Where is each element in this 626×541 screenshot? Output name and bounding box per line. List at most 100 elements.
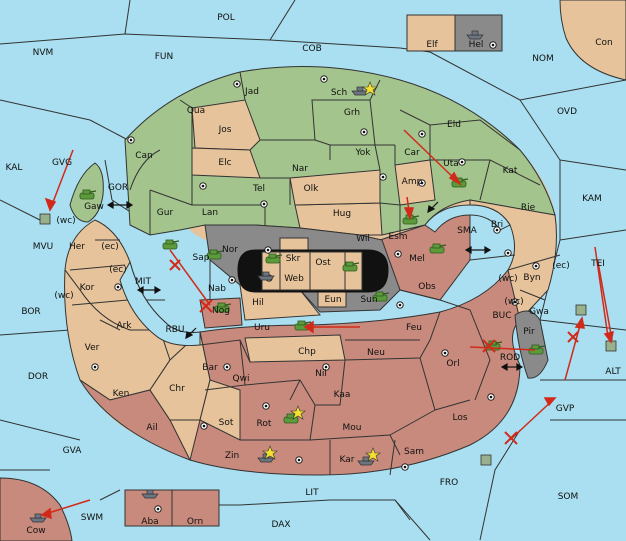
star-markers bbox=[262, 81, 381, 462]
province-pir[interactable] bbox=[514, 310, 549, 379]
province-label-web[interactable]: Web bbox=[284, 274, 304, 284]
province-label-hel[interactable]: Hel bbox=[469, 40, 484, 50]
region-red-south bbox=[189, 268, 521, 476]
province-label-uru[interactable]: Uru bbox=[254, 323, 270, 333]
province-label-her[interactable]: Her bbox=[69, 242, 85, 252]
province-label-sap[interactable]: Sap bbox=[193, 253, 210, 263]
province-label-eun[interactable]: Eun bbox=[324, 295, 341, 305]
province-label-nab[interactable]: Nab bbox=[208, 284, 226, 294]
province-label-jad[interactable]: Jad bbox=[244, 87, 259, 97]
move-orders bbox=[40, 129, 614, 520]
province-label-orl[interactable]: Orl bbox=[446, 359, 459, 369]
sea-label-fun: FUN bbox=[155, 52, 174, 62]
province-label-esm[interactable]: Esm bbox=[388, 232, 407, 242]
province-label-zin[interactable]: Zin bbox=[225, 451, 239, 461]
sea-label-dor: DOR bbox=[28, 372, 48, 382]
province-label-qwi[interactable]: Qwi bbox=[233, 374, 250, 384]
province-label-mou[interactable]: Mou bbox=[343, 423, 362, 433]
sea-label-lit: LIT bbox=[305, 488, 319, 498]
province-label-yok[interactable]: Yok bbox=[354, 148, 371, 158]
province-label-hug[interactable]: Hug bbox=[333, 209, 351, 219]
province-label-lan[interactable]: Lan bbox=[202, 208, 218, 218]
province-label-orn[interactable]: Orn bbox=[187, 517, 203, 527]
sea-label-ovd: OVD bbox=[557, 107, 577, 117]
province-amp[interactable] bbox=[394, 159, 436, 206]
sea-label-buc: BUC bbox=[492, 311, 511, 321]
province-label-olk[interactable]: Olk bbox=[304, 184, 320, 194]
sea-label-rod: ROD bbox=[500, 353, 520, 363]
province-con[interactable] bbox=[559, 0, 626, 81]
province-sot[interactable] bbox=[199, 379, 241, 441]
province-label-kar[interactable]: Kar bbox=[340, 455, 355, 465]
province-label-byn[interactable]: Byn bbox=[523, 273, 540, 283]
province-label-elf[interactable]: Elf bbox=[426, 40, 438, 50]
province-label-hil[interactable]: Hil bbox=[252, 298, 264, 308]
province-label-tel[interactable]: Tel bbox=[252, 184, 265, 194]
province-label-pir[interactable]: Pir bbox=[523, 327, 535, 337]
province-label-amp[interactable]: Amp bbox=[402, 177, 423, 187]
province-label-ark[interactable]: Ark bbox=[116, 321, 132, 331]
province-label-bri[interactable]: Bri bbox=[491, 220, 503, 230]
province-cow[interactable] bbox=[0, 477, 73, 541]
province-label-los[interactable]: Los bbox=[452, 413, 467, 423]
province-label-kaa[interactable]: Kaa bbox=[334, 390, 351, 400]
province-label-bar[interactable]: Bar bbox=[202, 363, 218, 373]
province-label-gaw[interactable]: Gaw bbox=[84, 202, 104, 212]
coast-label-kor-ec: (ec) bbox=[109, 265, 127, 275]
province-label-sch[interactable]: Sch bbox=[331, 88, 347, 98]
province-label-grh[interactable]: Grh bbox=[344, 108, 360, 118]
province-label-car[interactable]: Car bbox=[404, 148, 420, 158]
province-chp[interactable] bbox=[244, 334, 346, 363]
province-label-rot[interactable]: Rot bbox=[257, 419, 272, 429]
province-label-cow[interactable]: Cow bbox=[26, 526, 45, 536]
province-label-nil[interactable]: Nil bbox=[315, 369, 327, 379]
province-nog[interactable] bbox=[199, 297, 243, 329]
province-label-gwa[interactable]: Gwa bbox=[529, 307, 549, 317]
province-label-mel[interactable]: Mel bbox=[409, 254, 425, 264]
province-label-kat[interactable]: Kat bbox=[503, 166, 518, 176]
province-label-qua[interactable]: Qua bbox=[187, 106, 205, 116]
province-label-wil[interactable]: Wil bbox=[356, 234, 370, 244]
province-label-sot[interactable]: Sot bbox=[219, 418, 234, 428]
province-elf[interactable] bbox=[406, 14, 456, 52]
province-label-ail[interactable]: Ail bbox=[146, 423, 157, 433]
province-label-nor[interactable]: Nor bbox=[222, 245, 238, 255]
coast-label-gwa-wc: (wc) bbox=[504, 297, 523, 307]
sea-label-kal: KAL bbox=[6, 163, 23, 173]
sea-label-gvp: GVP bbox=[556, 404, 575, 414]
province-label-chp[interactable]: Chp bbox=[298, 347, 316, 357]
province-orn[interactable] bbox=[171, 489, 220, 527]
province-label-can[interactable]: Can bbox=[135, 151, 153, 161]
province-label-neu[interactable]: Neu bbox=[367, 348, 385, 358]
coast-label-gvg-wc: (wc) bbox=[56, 216, 75, 226]
province-label-jos[interactable]: Jos bbox=[218, 125, 232, 135]
province-label-obs[interactable]: Obs bbox=[418, 282, 436, 292]
province-label-con[interactable]: Con bbox=[595, 38, 613, 48]
sea-label-bor: BOR bbox=[21, 307, 40, 317]
coast-label-her-ec: (ec) bbox=[101, 242, 119, 252]
province-label-nog[interactable]: Nog bbox=[212, 306, 230, 316]
province-label-ken[interactable]: Ken bbox=[113, 389, 130, 399]
province-label-aba[interactable]: Aba bbox=[141, 517, 158, 527]
sea-label-layer: POL COB FUN NVM NOM OVD KAL GVG GOR MVU … bbox=[6, 13, 622, 530]
province-label-gur[interactable]: Gur bbox=[157, 208, 174, 218]
province-label-kor[interactable]: Kor bbox=[80, 283, 95, 293]
province-label-ver[interactable]: Ver bbox=[85, 343, 100, 353]
province-label-chr[interactable]: Chr bbox=[169, 384, 185, 394]
province-label-rie[interactable]: Rie bbox=[521, 203, 536, 213]
province-label-skr[interactable]: Skr bbox=[286, 254, 301, 264]
province-label-ost[interactable]: Ost bbox=[315, 258, 331, 268]
province-label-uta[interactable]: Uta bbox=[443, 159, 459, 169]
province-label-elc[interactable]: Elc bbox=[218, 158, 231, 168]
province-label-nar[interactable]: Nar bbox=[292, 164, 308, 174]
province-jos[interactable] bbox=[191, 99, 261, 151]
coast-label-kor-wc: (wc) bbox=[54, 291, 73, 301]
province-label-eld[interactable]: Eld bbox=[447, 120, 461, 130]
province-label-sam[interactable]: Sam bbox=[404, 447, 424, 457]
sea-label-pol: POL bbox=[217, 13, 235, 23]
province-label-sun[interactable]: Sun bbox=[360, 295, 377, 305]
coast-label-byn-ec: (ec) bbox=[552, 261, 570, 271]
province-label-feu[interactable]: Feu bbox=[406, 323, 422, 333]
